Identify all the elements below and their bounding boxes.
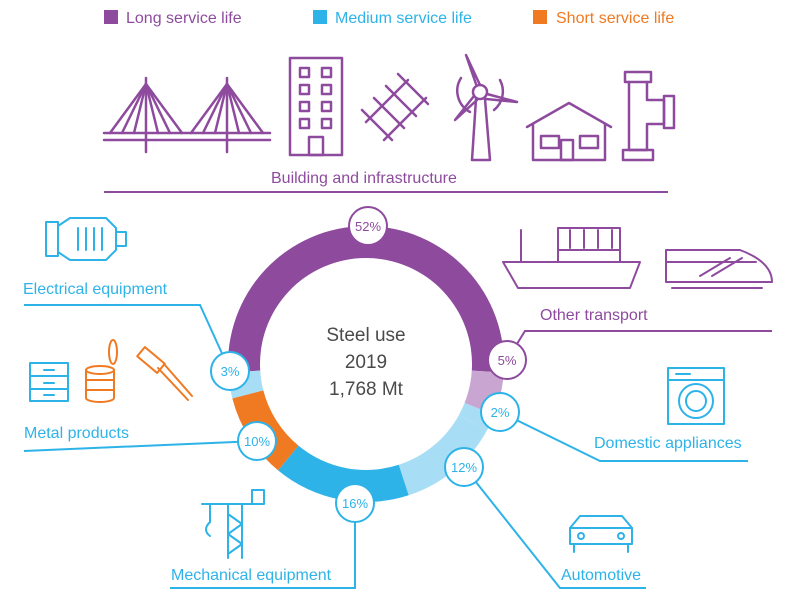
legend-swatch-short <box>533 10 547 24</box>
legend-swatch-medium <box>313 10 327 24</box>
domestic-label: Domestic appliances <box>594 435 742 452</box>
label-domestic: 2% <box>491 405 510 420</box>
washing-machine-icon <box>667 367 725 425</box>
train-icon <box>665 249 773 289</box>
bubble-mechanical: 16% <box>335 483 375 523</box>
metal-connector <box>23 440 258 452</box>
car-icon <box>569 515 633 553</box>
railway-track-icon <box>360 72 430 142</box>
label-automotive: 12% <box>451 460 477 475</box>
center-title: Steel use <box>326 325 405 346</box>
legend: Long service life Medium service life Sh… <box>104 10 674 27</box>
automotive-connector <box>463 466 646 589</box>
bubble-domestic: 2% <box>480 392 520 432</box>
other-transport-label: Other transport <box>540 307 648 324</box>
donut-ring <box>228 226 505 502</box>
domestic-connector <box>499 411 748 462</box>
mechanical-connector <box>170 503 356 589</box>
legend-swatch-long <box>104 10 118 24</box>
legend-short-label: Short service life <box>556 10 674 27</box>
bubble-metal: 10% <box>237 421 277 461</box>
pipe-icon <box>621 70 676 162</box>
label-building: 52% <box>355 219 381 234</box>
mechanical-label: Mechanical equipment <box>171 567 332 584</box>
donut-slice-mechanical-equipment <box>278 445 409 502</box>
drawers-icon <box>29 362 69 402</box>
building-icon <box>288 56 344 157</box>
label-electrical: 3% <box>221 364 240 379</box>
donut-slice-automotive <box>398 415 487 496</box>
center-total: 1,768 Mt <box>329 379 404 400</box>
percentage-bubbles: 52% 5% 2% 12% 16% 10% 3% <box>210 206 527 523</box>
bubble-other-transport: 5% <box>487 340 527 380</box>
electrical-label: Electrical equipment <box>23 281 168 298</box>
legend-medium-label: Medium service life <box>335 10 472 27</box>
label-other-transport: 5% <box>498 353 517 368</box>
cargo-ship-icon <box>502 227 641 289</box>
automotive-label: Automotive <box>561 567 641 584</box>
other-transport-connector <box>506 330 772 361</box>
label-metal: 10% <box>244 434 270 449</box>
building-label: Building and infrastructure <box>271 170 457 187</box>
bubble-automotive: 12% <box>444 447 484 487</box>
label-mechanical: 16% <box>342 496 368 511</box>
center-year: 2019 <box>345 352 387 373</box>
can-icon <box>85 339 118 403</box>
razor-icon <box>136 346 193 401</box>
motor-icon <box>45 217 127 261</box>
bridge-icon <box>102 76 272 154</box>
metal-label: Metal products <box>24 425 129 442</box>
bubble-building: 52% <box>348 206 388 246</box>
house-icon <box>525 101 613 162</box>
legend-long-label: Long service life <box>126 10 242 27</box>
donut-slice-building-and-infrastructure <box>228 226 505 373</box>
wind-turbine-icon <box>453 53 519 162</box>
bubble-electrical: 3% <box>210 351 250 391</box>
crane-icon <box>201 489 265 559</box>
electrical-connector <box>24 304 231 372</box>
